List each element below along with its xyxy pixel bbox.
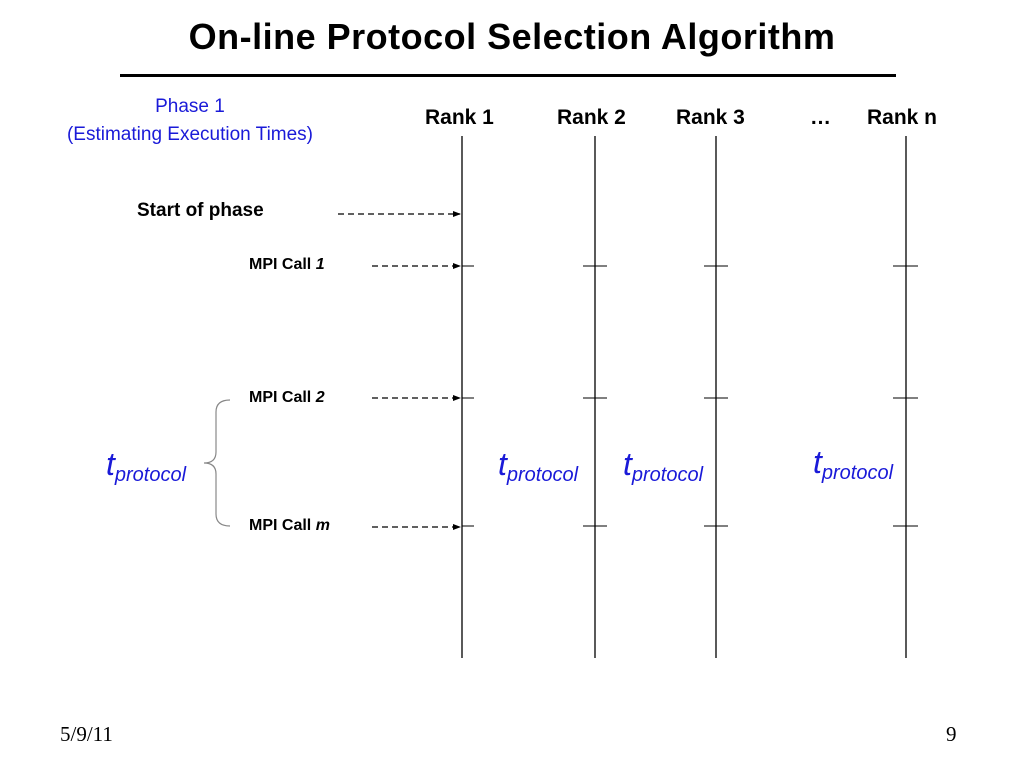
t-symbol: t xyxy=(106,446,115,482)
rank-2-label: Rank 2 xyxy=(557,106,626,129)
rank-1-label: Rank 1 xyxy=(425,106,494,129)
mpi-call-1-label: MPI Call 1 xyxy=(249,256,325,274)
t-subscript: protocol xyxy=(631,464,704,486)
t-protocol-rank-2: tprotocol xyxy=(623,446,704,486)
t-protocol-brace-label: tprotocol xyxy=(106,446,187,486)
mpi-call-2-prefix: MPI Call xyxy=(249,389,316,406)
t-subscript: protocol xyxy=(821,462,894,484)
phase-name: Phase 1 xyxy=(155,96,225,117)
mpi-call-m-index: m xyxy=(315,517,330,534)
page-number: 9 xyxy=(946,722,957,746)
mpi-call-1-prefix: MPI Call xyxy=(249,256,316,273)
slide-title: On-line Protocol Selection Algorithm xyxy=(188,16,836,57)
interval-brace xyxy=(203,399,231,527)
mpi-call-2-label: MPI Call 2 xyxy=(249,389,325,407)
mpi-call-2-index: 2 xyxy=(315,389,325,406)
t-symbol: t xyxy=(813,444,822,480)
rank-3-label: Rank 3 xyxy=(676,106,745,129)
t-protocol-rank-1: tprotocol xyxy=(498,446,579,486)
start-of-phase-label: Start of phase xyxy=(137,200,264,221)
rank-ellipsis-label: … xyxy=(810,106,831,129)
phase-description: (Estimating Execution Times) xyxy=(66,124,314,145)
footer-date: 5/9/11 xyxy=(60,722,113,746)
t-symbol: t xyxy=(498,446,507,482)
t-subscript: protocol xyxy=(114,464,187,486)
t-subscript: protocol xyxy=(506,464,579,486)
phase-label: Phase 1 (Estimating Execution Times) xyxy=(0,93,380,149)
t-symbol: t xyxy=(623,446,632,482)
title-underline xyxy=(120,74,896,77)
rank-n-label: Rank n xyxy=(867,106,938,129)
mpi-call-m-label: MPI Call m xyxy=(249,517,330,535)
mpi-call-m-prefix: MPI Call xyxy=(249,517,316,534)
t-protocol-rank-n: tprotocol xyxy=(813,444,894,484)
mpi-call-1-index: 1 xyxy=(315,256,325,273)
